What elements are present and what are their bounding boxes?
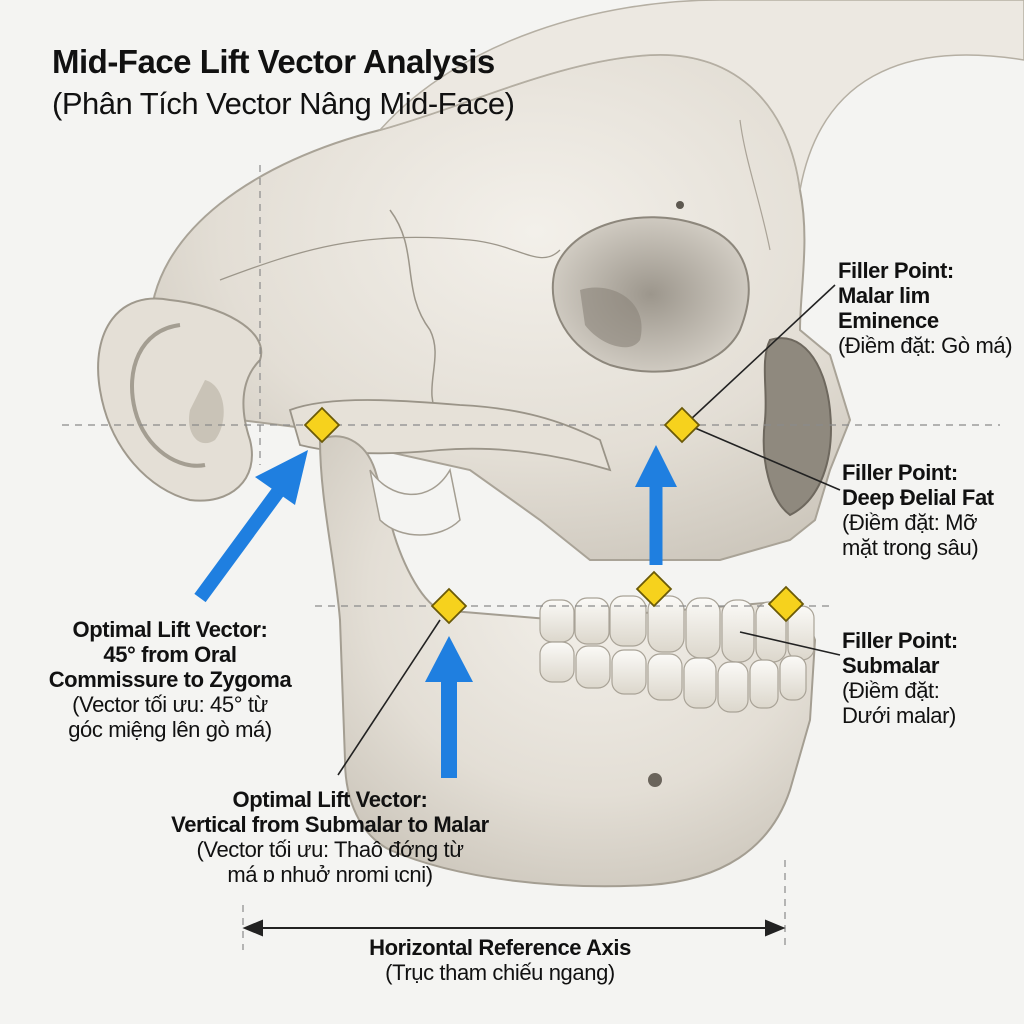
- label-sub-vi-1: (Điềm đặt:: [842, 678, 940, 703]
- leader-deep: [694, 427, 841, 491]
- label-axis-vi-1: (Trục tham chiếu ngang): [385, 960, 615, 985]
- label-vecv-en-1: Optimal Lift Vector:: [232, 787, 428, 812]
- leader-lines: [337, 284, 841, 776]
- zygomatic-arch: [288, 399, 612, 472]
- guide-lines: [62, 165, 1000, 950]
- label-vec45-en-3: Commissure to Zygoma: [48, 667, 292, 692]
- marker-submalar-right: [767, 585, 805, 623]
- label-sub-en-1: Filler Point:: [842, 628, 958, 653]
- label-malar-en-1: Filler Point:: [838, 258, 954, 283]
- filler-markers: [303, 406, 805, 625]
- nasal-aperture: [762, 337, 832, 517]
- label-vec45-en-1: Optimal Lift Vector:: [72, 617, 268, 642]
- upper-teeth: [539, 595, 815, 663]
- arrow-45-shaft: [194, 480, 289, 603]
- orbit-depth: [580, 287, 642, 348]
- reference-axis: [242, 919, 786, 937]
- ear-concha: [189, 380, 224, 444]
- label-deep-vi-1: (Điềm đặt: Mỡ: [842, 510, 978, 535]
- label-axis-en-1: Horizontal Reference Axis: [369, 935, 631, 960]
- label-vecv-vi-2: má ɒ nhuở nromi ɩcni): [227, 862, 433, 887]
- label-vector-45: Optimal Lift Vector: 45° from Oral Commi…: [20, 617, 320, 742]
- label-malar-en-2: Malar lim: [838, 283, 930, 308]
- cranium-top: [377, 0, 1024, 191]
- label-deep-vi-2: mặt trong sâu): [842, 535, 979, 560]
- title-block: Mid-Face Lift Vector Analysis (Phân Tích…: [52, 40, 515, 124]
- arrow-vertical-left-head: [425, 636, 473, 682]
- label-deep-en-1: Filler Point:: [842, 460, 958, 485]
- label-vector-vertical: Optimal Lift Vector: Vertical from Subma…: [130, 787, 530, 887]
- label-deep-fat: Filler Point: Deep Đelial Fat (Điềm đặt:…: [842, 460, 1024, 560]
- label-vec45-vi-1: (Vector tối ưu: 45° từ: [72, 692, 268, 717]
- label-malar-en-3: Eminence: [838, 308, 939, 333]
- label-reference-axis: Horizontal Reference Axis (Trục tham chi…: [330, 935, 670, 985]
- leader-submalar: [739, 631, 841, 656]
- label-deep-en-2: Deep Đelial Fat: [842, 485, 994, 510]
- coronal-suture: [389, 209, 441, 421]
- label-vecv-vi-1: (Vector tối ưu: Thaô đớng từ: [196, 837, 464, 862]
- squamous-suture: [219, 236, 561, 281]
- lift-arrows: [194, 445, 677, 778]
- marker-deep-medial-fat: [635, 570, 673, 608]
- label-submalar: Filler Point: Submalar (Điềm đặt: Dưới m…: [842, 628, 1024, 728]
- leader-vector-vertical: [337, 619, 441, 776]
- ear: [97, 297, 263, 502]
- marker-submalar-left: [430, 587, 468, 625]
- leader-malar: [689, 284, 836, 421]
- arrow-45-head: [255, 450, 308, 505]
- label-vec45-en-2: 45° from Oral: [103, 642, 237, 667]
- marker-malar-eminence: [663, 406, 701, 444]
- label-sub-vi-2: Dưới malar): [842, 703, 956, 728]
- label-vecv-en-2: Vertical from Submalar to Malar: [171, 812, 489, 837]
- label-malar-vi-1: (Điềm đặt: Gò má): [838, 333, 1013, 358]
- page-title: Mid-Face Lift Vector Analysis: [52, 43, 495, 80]
- frontal-suture: [739, 119, 771, 251]
- arrow-vertical-right-head: [635, 445, 677, 487]
- supraorbital-foramen: [676, 201, 684, 209]
- marker-zygoma: [303, 406, 341, 444]
- label-malar-eminence: Filler Point: Malar lim Eminence (Điềm đ…: [838, 258, 1024, 358]
- page-subtitle: (Phân Tích Vector Nâng Mid-Face): [52, 86, 515, 121]
- label-vec45-vi-2: góc miệng lên gò má): [68, 717, 272, 742]
- mental-foramen: [648, 773, 662, 787]
- label-sub-en-2: Submalar: [842, 653, 940, 678]
- sigmoid-notch: [369, 467, 461, 536]
- ear-helix: [130, 323, 206, 468]
- lower-teeth: [539, 641, 807, 713]
